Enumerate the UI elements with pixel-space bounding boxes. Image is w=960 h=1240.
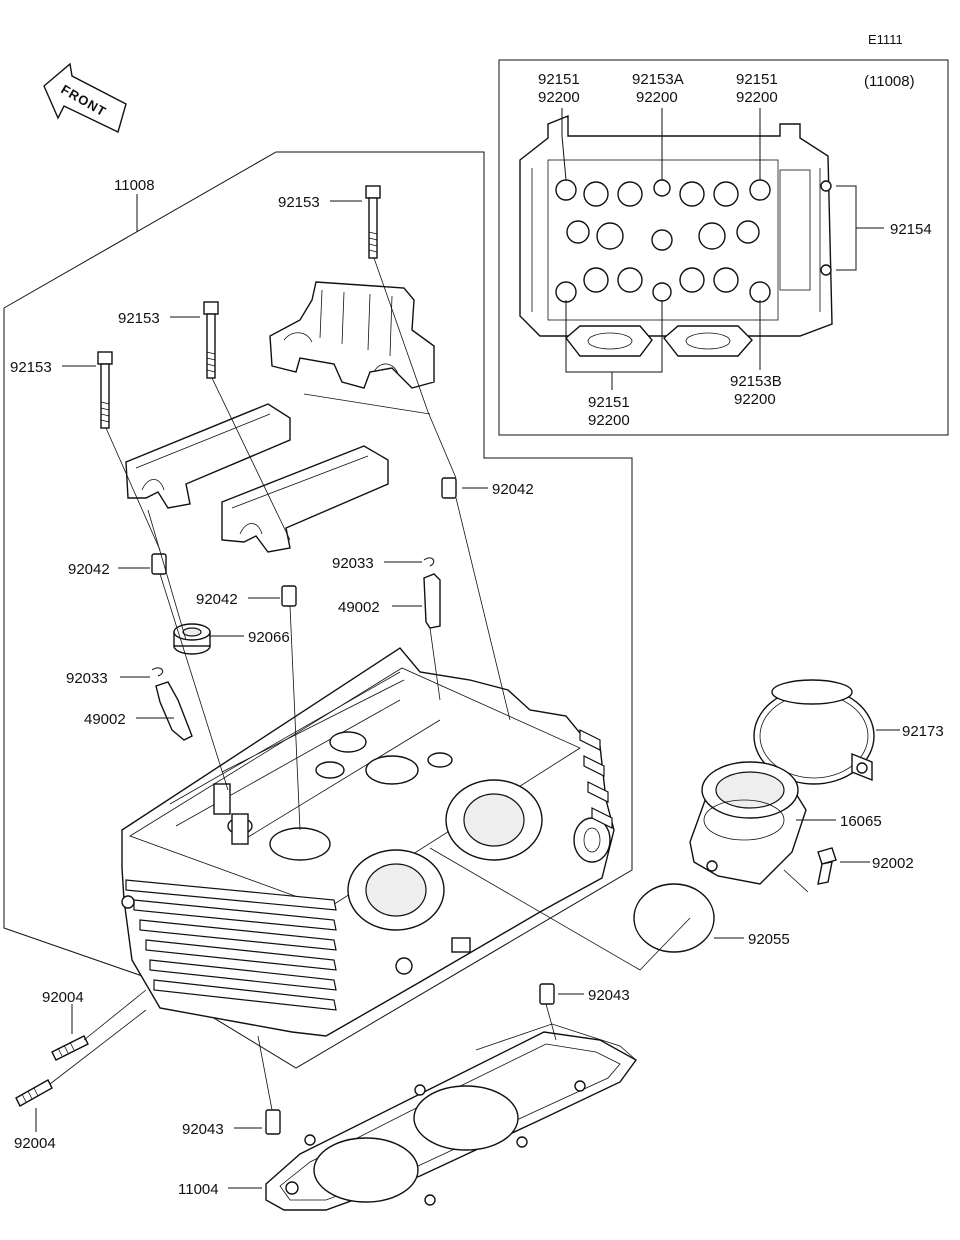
camshaft-cap-right [221, 445, 389, 553]
valve-guide-49002-right [423, 573, 441, 629]
label-guide-left: 49002 [84, 711, 126, 728]
inset-label-br-a: 92153B [730, 373, 782, 390]
stud-92004-lower [15, 1079, 53, 1107]
stud-92004-upper [51, 1035, 89, 1061]
label-dowel-left: 92042 [68, 561, 110, 578]
label-dowel-mid: 92042 [196, 591, 238, 608]
camshaft-holder-upper [269, 281, 435, 389]
dowel-92043-right [539, 983, 555, 1005]
camshaft-cap-left [125, 403, 291, 509]
label-clip-right: 92033 [332, 555, 374, 572]
inset-head-top-view [519, 114, 833, 357]
inset-label-tr-a: 92151 [736, 71, 778, 88]
cooling-fins [125, 729, 613, 1011]
inset-label-tl-b: 92200 [538, 89, 580, 106]
inset-label-bl-a: 92151 [588, 394, 630, 411]
label-cylinder-head-assy: 11008 [114, 177, 155, 194]
label-seal: 92066 [248, 629, 290, 646]
label-stud-lower: 92004 [14, 1135, 56, 1152]
bolt-92153-upper [365, 185, 381, 259]
diagram-code: E1111 [868, 32, 903, 47]
inset-label-bl-b: 92200 [588, 412, 630, 429]
bolt-92153-left [97, 351, 113, 429]
valve-guide-49002-left [155, 681, 193, 741]
holder-16065 [689, 761, 807, 885]
inset-label-tl-a: 92151 [538, 71, 580, 88]
label-dowel-right: 92042 [492, 481, 534, 498]
label-guide-right: 49002 [338, 599, 380, 616]
inset-label-tr-b: 92200 [736, 89, 778, 106]
label-clip-left: 92033 [66, 670, 108, 687]
label-band: 92173 [902, 723, 944, 740]
bolt-92153-mid [203, 301, 219, 379]
label-gasket: 11004 [178, 1181, 219, 1198]
label-bolt-left: 92153 [10, 359, 52, 376]
band-92173 [753, 679, 875, 785]
inset-label-tm-b: 92200 [636, 89, 678, 106]
inset-label-br-b: 92200 [734, 391, 776, 408]
seal-92066 [173, 623, 211, 655]
label-stud-upper: 92004 [42, 989, 84, 1006]
dowel-92042-right [441, 477, 457, 499]
label-dowel-gasket-right: 92043 [588, 987, 630, 1004]
label-bolt-mid: 92153 [118, 310, 160, 327]
leader-lines [35, 194, 900, 1189]
cylinder-head [121, 647, 615, 1037]
clip-92033-right [423, 557, 435, 567]
front-arrow-icon: FRONT [43, 62, 127, 133]
label-dowel-gasket-left: 92043 [182, 1121, 224, 1138]
label-holder: 16065 [840, 813, 882, 830]
head-gasket-11004 [265, 1023, 638, 1211]
label-screw: 92002 [872, 855, 914, 872]
assembly-outline [3, 151, 633, 1069]
label-bolt-upper: 92153 [278, 194, 320, 211]
dowel-92043-left [265, 1109, 281, 1135]
inset-label-tm-a: 92153A [632, 71, 684, 88]
inset-panel: (11008) [498, 59, 949, 436]
clip-92033-left [151, 667, 164, 677]
screw-92002 [817, 847, 837, 885]
oring-92055 [633, 883, 715, 953]
dowel-92042-mid [281, 585, 297, 607]
inset-label-right: 92154 [890, 221, 932, 238]
label-oring: 92055 [748, 931, 790, 948]
inset-ref: (11008) [864, 73, 915, 90]
